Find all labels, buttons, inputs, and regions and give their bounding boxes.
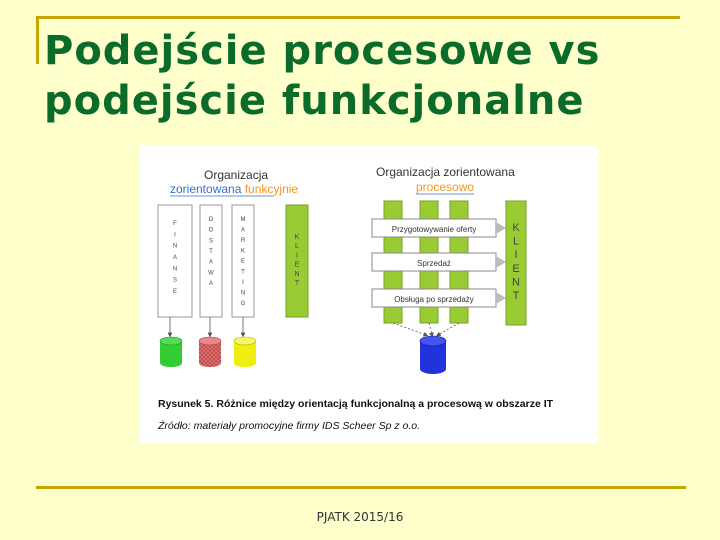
right-client-column	[505, 200, 527, 326]
column-dostawa-letter: T	[209, 249, 213, 255]
column-dostawa-letter: S	[209, 238, 213, 244]
left-client-letter: K	[295, 234, 300, 241]
column-marketing-letter: N	[241, 291, 245, 297]
column-dostawa	[199, 204, 223, 318]
process-bar-3-arrow	[496, 292, 506, 304]
right-client-letter: K	[512, 222, 520, 234]
column-finanse	[157, 204, 193, 318]
column-marketing-letter: K	[241, 249, 245, 255]
column-finanse-letter: E	[173, 289, 177, 295]
column-dostawa-letter: W	[208, 270, 214, 276]
footer: PJATK 2015/16	[316, 510, 404, 524]
top-rule	[36, 16, 680, 19]
right-client-letter: L	[513, 236, 519, 248]
database-yellow	[233, 336, 257, 367]
left-columns	[157, 204, 309, 318]
left-title-line1: Organizacja	[204, 168, 268, 182]
column-marketing-letter: I	[242, 280, 244, 286]
left-client-letter: I	[296, 252, 298, 259]
left-db-links	[167, 317, 246, 338]
left-title-line2: zorientowana funkcyjnie	[170, 182, 298, 196]
process-bar-3-label: Obsługa po sprzedaży	[394, 295, 474, 304]
column-finanse-letter: F	[173, 221, 177, 227]
column-dostawa-letter: O	[209, 228, 214, 234]
left-title-prefix: zorientowana	[170, 182, 245, 196]
figure-source: Źródło: materiały promocyjne firmy IDS S…	[157, 419, 420, 432]
bottom-rule	[36, 486, 686, 489]
left-client-column	[285, 204, 309, 318]
left-client-letter: T	[295, 280, 300, 287]
left-client-letter: N	[294, 271, 299, 278]
title-line-2: podejście funkcjonalne	[44, 78, 585, 124]
right-title-highlight: procesowo	[416, 180, 474, 194]
database-blue	[419, 335, 447, 374]
right-db-links	[392, 322, 460, 338]
column-dostawa-letter: A	[209, 281, 213, 287]
right-client-letter: E	[512, 263, 519, 275]
process-bar-2-label: Sprzedaż	[417, 259, 451, 268]
slide-title: Podejście procesowe vs podejście funkcjo…	[44, 26, 694, 126]
column-dostawa-letter: A	[209, 260, 213, 266]
left-title-highlight: funkcyjnie	[245, 182, 299, 196]
top-tick	[36, 16, 39, 64]
process-bar-1-arrow	[496, 222, 506, 234]
column-marketing-letter: E	[241, 259, 245, 265]
column-dostawa-letter: D	[209, 217, 214, 223]
comparison-diagram: Organizacja zorientowana funkcyjnie FINA…	[157, 165, 554, 432]
right-title-line1: Organizacja zorientowana	[376, 165, 515, 179]
right-client-letter: I	[514, 249, 517, 261]
right-client-letter: N	[512, 276, 520, 288]
column-finanse-letter: I	[174, 232, 176, 238]
column-marketing-letter: A	[241, 228, 245, 234]
figure-caption: Rysunek 5. Różnice między orientacją fun…	[158, 398, 554, 410]
process-bars: Przygotowywanie oferty Sprzedaż Obsługa …	[371, 218, 506, 308]
column-finanse-letter: N	[173, 244, 177, 250]
left-client-letter: L	[295, 243, 299, 250]
column-marketing-letter: R	[241, 238, 246, 244]
process-bar-2-arrow	[496, 256, 506, 268]
column-marketing-letter: G	[241, 301, 246, 307]
process-bar-1-label: Przygotowywanie oferty	[392, 225, 476, 234]
database-red	[198, 336, 222, 367]
column-finanse-letter: N	[173, 266, 177, 272]
column-marketing-letter: T	[241, 270, 245, 276]
right-client-letter: T	[513, 290, 520, 302]
column-finanse-letter: A	[173, 255, 177, 261]
column-finanse-letter: S	[173, 278, 177, 284]
database-green	[159, 336, 183, 367]
title-line-1: Podejście procesowe vs	[44, 28, 601, 74]
column-marketing-letter: M	[241, 217, 246, 223]
left-client-letter: E	[295, 262, 300, 269]
